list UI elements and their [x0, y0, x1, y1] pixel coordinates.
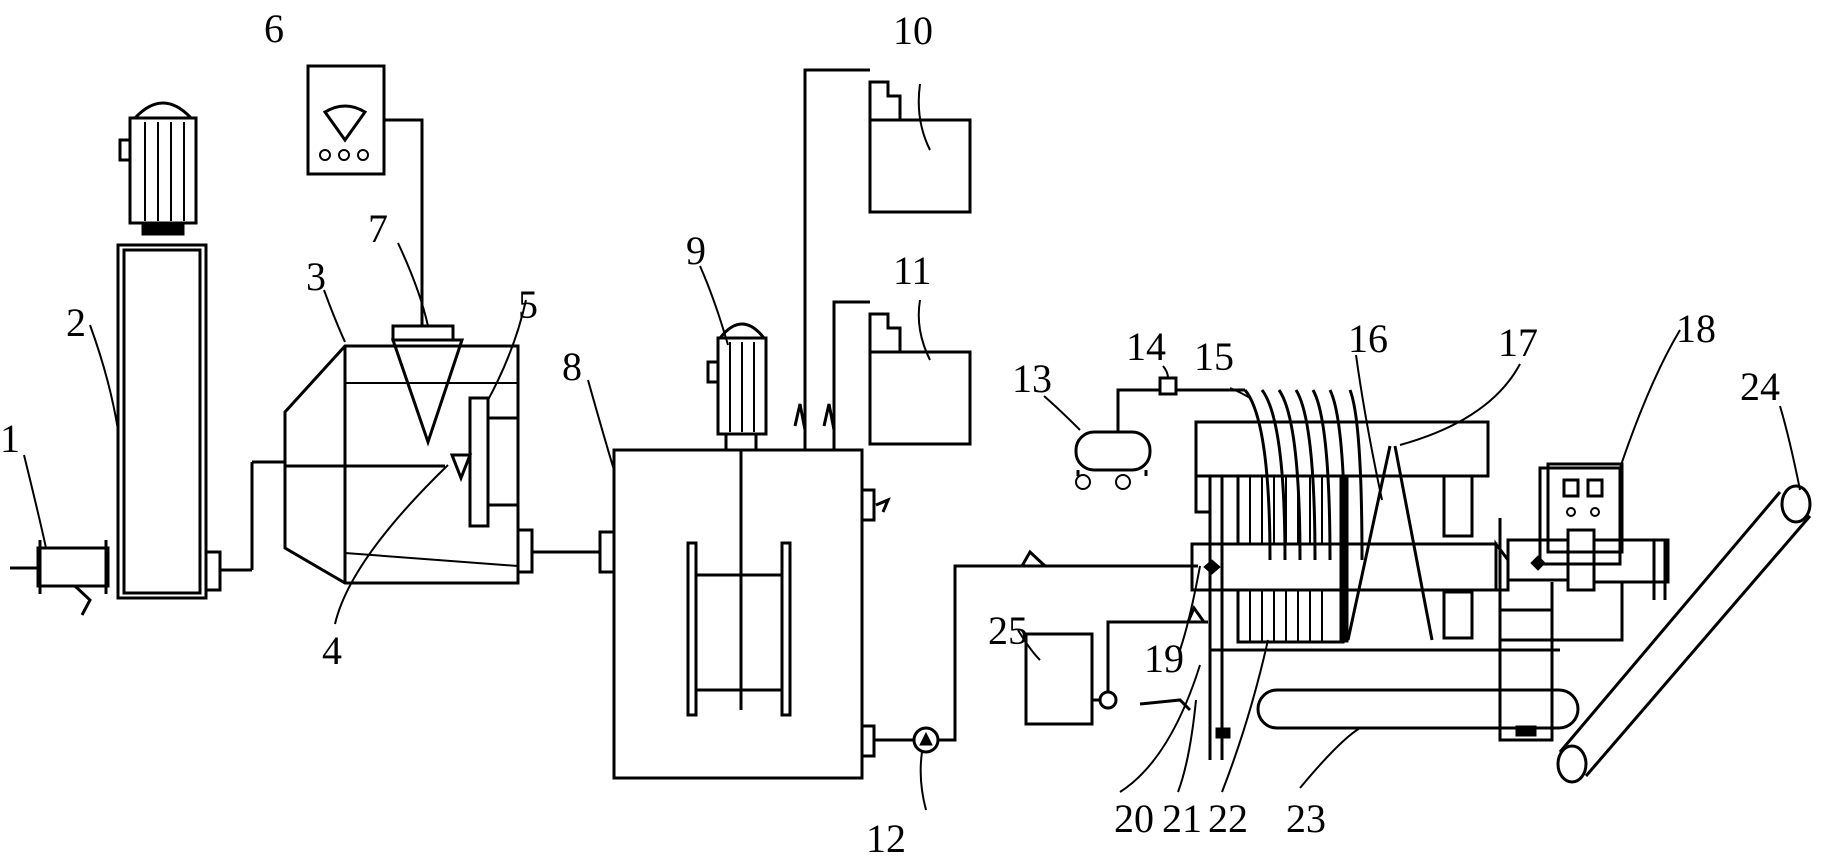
component-6-instrument — [306, 64, 424, 326]
label-1: 1 — [0, 416, 20, 461]
component-3-mixing-tank — [283, 324, 534, 585]
leader-lines — [23, 83, 1801, 811]
component-labels: 1 2 3 4 5 6 7 8 9 10 11 12 13 14 15 16 1… — [0, 6, 1780, 856]
component-18-control-cabinet — [1500, 462, 1624, 642]
component-8-reaction-tank — [612, 322, 914, 780]
label-17: 17 — [1498, 320, 1538, 365]
label-15: 15 — [1194, 334, 1234, 379]
label-11: 11 — [893, 248, 932, 293]
component-24-inclined-conveyor — [1556, 484, 1812, 784]
label-13: 13 — [1012, 356, 1052, 401]
label-10: 10 — [893, 8, 933, 53]
label-23: 23 — [1286, 796, 1326, 841]
component-2-vertical-crusher — [116, 101, 285, 600]
label-25: 25 — [988, 608, 1028, 653]
label-22: 22 — [1208, 796, 1248, 841]
label-21: 21 — [1162, 796, 1202, 841]
component-12-feed-pump — [912, 549, 1198, 754]
label-9: 9 — [686, 228, 706, 273]
label-14: 14 — [1126, 324, 1166, 369]
label-7: 7 — [368, 206, 388, 251]
component-filter-press — [1190, 389, 1670, 760]
label-19: 19 — [1144, 636, 1184, 681]
label-16: 16 — [1348, 316, 1388, 361]
label-24: 24 — [1740, 364, 1780, 409]
label-4: 4 — [322, 628, 342, 673]
label-6: 6 — [264, 6, 284, 51]
label-20: 20 — [1114, 796, 1154, 841]
label-2: 2 — [66, 300, 86, 345]
label-18: 18 — [1676, 306, 1716, 351]
label-5: 5 — [518, 282, 538, 327]
label-8: 8 — [562, 344, 582, 389]
pipe-tank3-to-tank8 — [532, 530, 616, 574]
label-3: 3 — [306, 254, 326, 299]
component-11-dosing-tank — [793, 300, 972, 450]
component-23-belt-conveyor — [1210, 648, 1580, 730]
label-12: 12 — [866, 816, 906, 856]
component-13-air-receiver — [1074, 388, 1160, 490]
component-1-inlet-feeder — [10, 540, 110, 616]
component-25-filtrate-tank — [1024, 604, 1208, 726]
component-10-dosing-tank — [803, 68, 972, 450]
component-14-valve — [1158, 376, 1245, 396]
